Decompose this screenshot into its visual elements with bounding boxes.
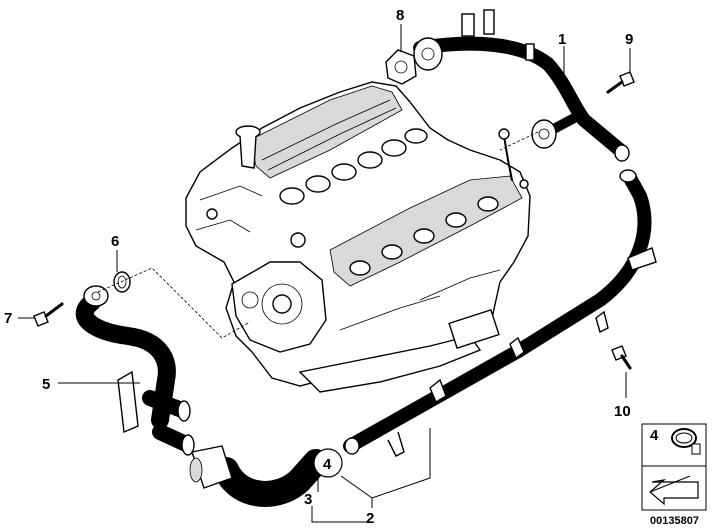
callout-9: 9 (625, 31, 633, 48)
callout-8: 8 (396, 7, 404, 24)
callout-1: 1 (558, 31, 566, 48)
callout-4: 4 (323, 456, 332, 473)
part-9-bolt (606, 71, 635, 94)
part-1-coolant-pipe (413, 9, 630, 162)
part-3-bottom-hose (189, 445, 329, 507)
part-8-gasket (385, 49, 417, 85)
callout-labels: 1 2 3 4 5 6 7 8 9 10 (4, 7, 633, 527)
part-6-o-ring (113, 271, 131, 293)
callout-3: 3 (304, 491, 312, 508)
callout-2: 2 (366, 510, 374, 527)
legend-box: 4 (641, 423, 707, 511)
legend-item-number: 4 (650, 427, 659, 444)
assembly-lines (97, 131, 539, 339)
callout-4-circled: 4 (313, 448, 343, 478)
callout-6: 6 (111, 233, 119, 250)
part-5-hose-assembly (75, 285, 195, 456)
right-bank-ports (349, 196, 499, 276)
part-7-bolt (33, 302, 64, 327)
callout-7: 7 (4, 310, 12, 327)
part-10-bolt (611, 345, 632, 370)
oil-filler-cap (235, 125, 261, 169)
leader-lines (18, 24, 631, 523)
part-2-lower-coolant-pipe (343, 169, 657, 457)
callout-5: 5 (42, 376, 50, 393)
engine-block (185, 81, 531, 393)
callout-10: 10 (614, 403, 631, 420)
intake-ports (279, 128, 428, 205)
arrow-icon (649, 475, 699, 506)
diagram-part-id: 00135807 (650, 515, 699, 527)
hose-clamp-icon (671, 428, 701, 455)
